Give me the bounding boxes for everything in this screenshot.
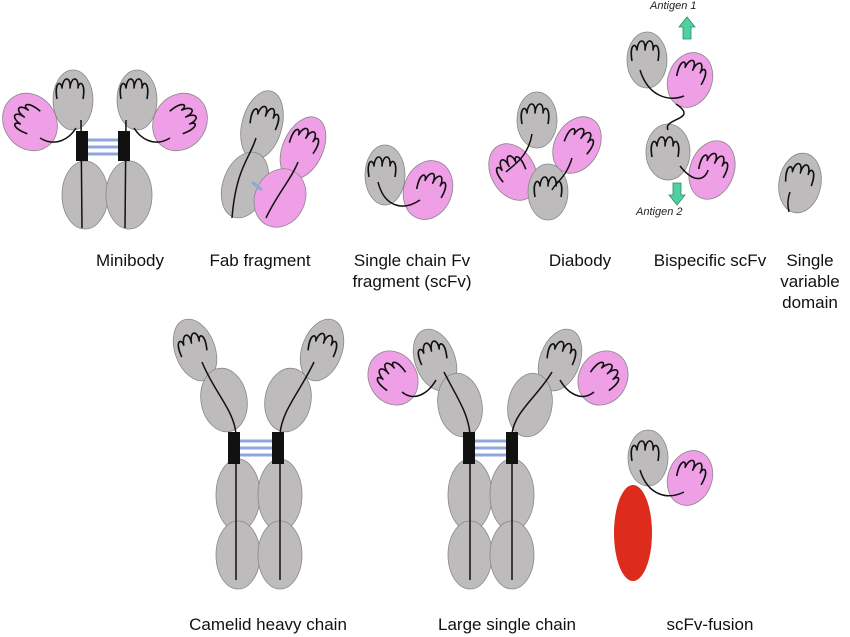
hinge-region [463, 432, 475, 464]
heavy-chain-domain [215, 520, 261, 590]
diabody-shape [488, 91, 602, 221]
cdr-loops [675, 459, 707, 486]
label-large-single-chain: Large single chain [438, 615, 576, 634]
bispecific-scfv-shape [626, 16, 736, 206]
chain-line [551, 157, 573, 191]
cdr-loops [546, 340, 577, 366]
minibody-shape [2, 69, 208, 230]
cdr-loops [13, 103, 41, 135]
cdr-loops [55, 78, 85, 100]
camelid-heavy-chain-shape [172, 318, 345, 590]
hinge-region [76, 131, 88, 161]
cdr-loops [495, 155, 527, 183]
label-fab-fragment: Fab fragment [209, 251, 311, 270]
hinge-region [506, 432, 518, 464]
fab-fragment-shape [220, 90, 327, 228]
chain-line [133, 127, 171, 143]
cdr-loops [367, 156, 397, 178]
chain-line [559, 379, 595, 398]
light-chain-domain [666, 450, 714, 506]
light-chain-domain [402, 160, 454, 220]
label-antigen-2: Antigen 2 [636, 206, 683, 218]
cdr-loops [119, 78, 149, 100]
cdr-loops [630, 40, 660, 62]
chain-line [679, 165, 709, 180]
single-variable-domain-shape [778, 152, 822, 214]
cdr-loops [177, 332, 208, 358]
cdr-loops [249, 105, 280, 131]
light-chain-domain [577, 350, 629, 406]
heavy-chain-domain [626, 31, 668, 89]
cdr-loops [417, 340, 448, 366]
light-chain-domain [552, 116, 602, 174]
heavy-chain-domain [645, 123, 691, 181]
cdr-loops [563, 127, 595, 155]
chain-line [787, 191, 791, 213]
heavy-chain-domain [507, 372, 553, 438]
disulfide-bond [251, 180, 263, 192]
chain-line [666, 103, 685, 131]
cdr-loops [630, 440, 660, 462]
cdr-loops [415, 172, 447, 199]
heavy-chain-domain [516, 91, 558, 149]
scfv-shape [364, 144, 454, 220]
light-chain-domain [688, 140, 736, 200]
cdr-loops [697, 152, 729, 179]
chain-line [39, 127, 77, 143]
label-camelid-heavy-chain: Camelid heavy chain [189, 615, 347, 634]
chain-line [639, 469, 685, 497]
light-chain-domain [666, 52, 714, 108]
chain-line [639, 69, 685, 99]
heavy-chain-domain [264, 367, 312, 433]
label-diabody: Diabody [548, 251, 612, 270]
hinge-region [228, 432, 240, 464]
cdr-loops [520, 103, 550, 125]
hinge-region [272, 432, 284, 464]
diagram-shapes [2, 16, 822, 590]
heavy-chain-domain [299, 318, 345, 382]
label-minibody: Minibody [95, 251, 165, 270]
label-bispecific-scfv: Bispecific scFv [653, 251, 767, 270]
antigen-2-arrow [668, 182, 686, 206]
heavy-chain-domain [215, 458, 261, 532]
chain-line [505, 133, 533, 173]
hinge-region [118, 131, 130, 161]
cdr-loops [675, 59, 707, 86]
scfv-fusion-shape [614, 429, 714, 581]
label-antigen-1: Antigen 1 [650, 0, 697, 12]
heavy-chain-domain [364, 144, 406, 206]
large-single-chain-shape [367, 328, 629, 590]
label-scfv-fusion: scFv-fusion [666, 615, 754, 634]
light-chain-domain [367, 350, 419, 406]
heavy-chain-domain [627, 429, 669, 487]
heavy-chain-domain [778, 152, 822, 214]
antigen-1-arrow [678, 16, 696, 40]
cdr-loops [650, 136, 680, 158]
chain-line [265, 161, 299, 219]
heavy-chain-domain [527, 163, 569, 221]
cdr-loops [307, 332, 338, 358]
chain-line [377, 181, 421, 207]
fusion-partner [614, 485, 652, 581]
heavy-chain-domain [61, 160, 109, 230]
chain-line [401, 379, 437, 398]
light-chain-domain [2, 92, 58, 152]
label-single-variable-domain: Single variable domain [780, 251, 840, 312]
cdr-loops [288, 127, 320, 155]
light-chain-domain [488, 143, 538, 201]
label-scfv: Single chain Fv fragment (scFv) [352, 251, 472, 291]
cdr-loops [169, 103, 197, 135]
cdr-loops [376, 361, 407, 392]
heavy-chain-domain [105, 160, 153, 230]
cdr-loops [784, 162, 815, 187]
cdr-loops [589, 361, 620, 392]
chain-line [231, 137, 257, 219]
light-chain-domain [152, 92, 208, 152]
